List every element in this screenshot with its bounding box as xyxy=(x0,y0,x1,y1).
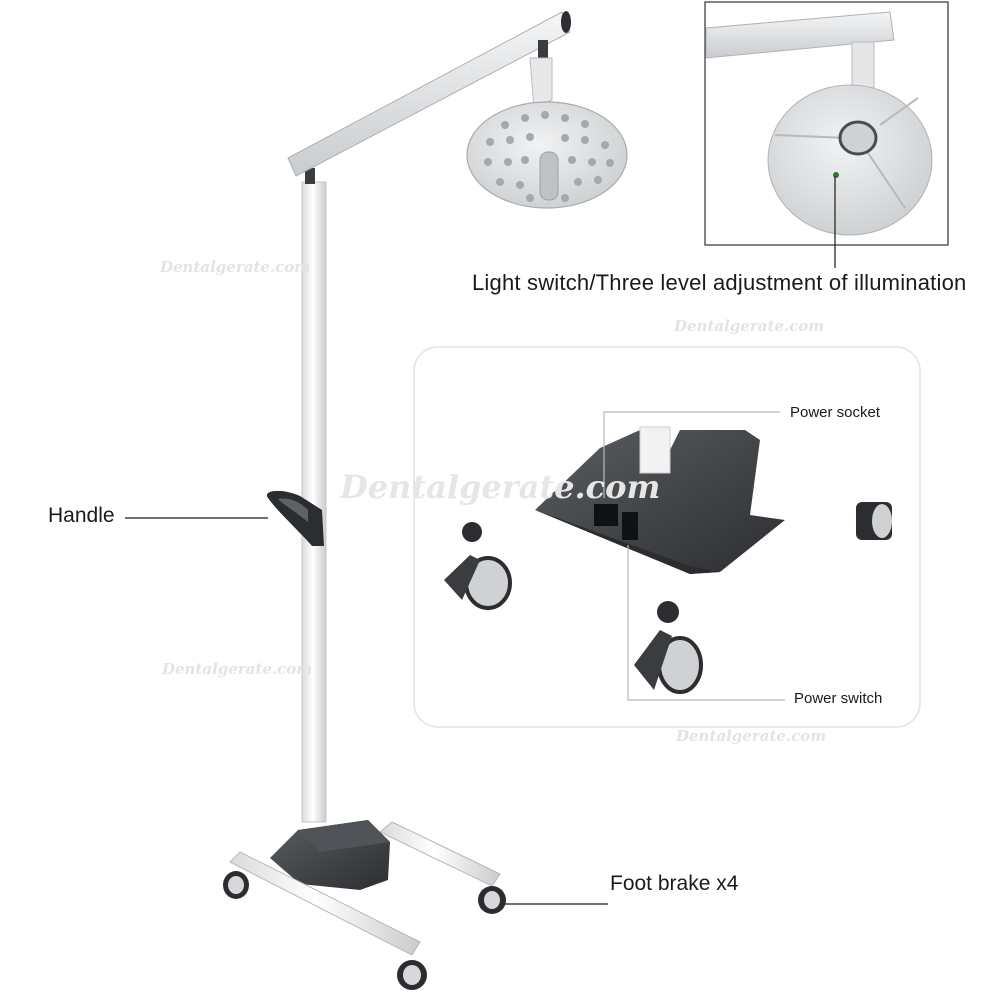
watermark: Dentalgerate.com xyxy=(674,317,825,335)
watermark: Dentalgerate.com xyxy=(162,660,313,678)
lamp-head xyxy=(466,101,628,209)
handle-label: Handle xyxy=(48,504,115,527)
watermark: Dentalgerate.com xyxy=(676,727,827,745)
inset-caster-right xyxy=(856,502,892,540)
caster-rear-right xyxy=(478,886,506,914)
power-switch-label: Power switch xyxy=(794,690,883,707)
watermark: Dentalgerate.com xyxy=(340,468,661,506)
caster-front-left xyxy=(223,871,249,899)
lamp-neck xyxy=(529,57,553,109)
lamp-arm xyxy=(287,11,571,177)
base-housing xyxy=(270,820,390,890)
base-rear-bar xyxy=(379,821,501,887)
watermark: Dentalgerate.com xyxy=(160,258,311,276)
base-front-bar xyxy=(229,851,421,956)
handle xyxy=(266,490,324,546)
power-socket-callout-line xyxy=(603,411,780,498)
light-switch-icon xyxy=(833,172,839,178)
inset-caster-front xyxy=(634,601,703,694)
foot-brake-label: Foot brake x4 xyxy=(610,872,739,895)
switch-detail-inset xyxy=(704,1,949,246)
light-switch-label: Light switch/Three level adjustment of i… xyxy=(472,270,967,295)
lamp-stand xyxy=(223,11,628,990)
caster-front-right xyxy=(397,960,427,990)
power-socket-port xyxy=(594,504,638,540)
power-socket-label: Power socket xyxy=(790,404,881,421)
power-switch-callout-line xyxy=(627,545,785,701)
inset-caster-left xyxy=(444,522,512,610)
base-detail-inset xyxy=(413,346,921,728)
led-array xyxy=(484,111,614,202)
